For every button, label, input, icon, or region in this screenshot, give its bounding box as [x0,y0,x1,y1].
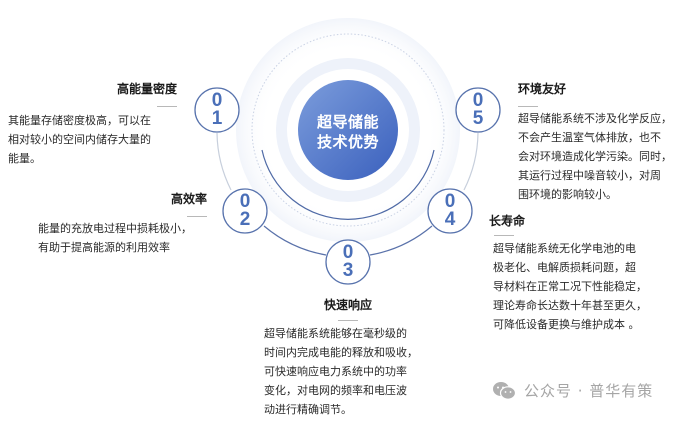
desc-line: 理论寿命长达数十年甚至更久， [493,299,647,312]
arc-05-04 [463,132,479,191]
desc-line: 相对较小的空间内储存大量的 [8,133,151,146]
watermark-text: 公众号 · 普华有策 [524,382,654,400]
desc-line: 能量的充放电过程中损耗极小， [38,222,192,235]
arc-02-03 [263,225,327,256]
number-01: 0 1 [195,88,239,132]
digit: 0 [239,191,251,212]
desc-line: 有助于提高能源的利用效率 [38,241,170,254]
wechat-icon [492,381,518,401]
item-02-description: 能量的充放电过程中损耗极小， 有助于提高能源的利用效率 [38,219,192,257]
item-03-divider [338,320,358,321]
item-04-divider [494,235,514,236]
digit: 2 [239,209,251,230]
desc-line: 超导储能系统能够在毫秒级的 [264,327,407,340]
inner-arc [261,149,435,220]
desc-line: 不会产生温室气体排放，也不 [518,131,661,144]
desc-line: 可降低设备更换与维护成本 。 [493,318,640,331]
desc-line: 变化，对电网的频率和电压波 [264,384,407,397]
item-05-description: 超导储能系统不涉及化学反应， 不会产生温室气体排放，也不 会对环境造成化学污染。… [518,109,672,204]
digit: 3 [342,260,354,281]
desc-line: 超导储能系统不涉及化学反应， [518,112,672,125]
item-03-title: 快速响应 [323,298,372,312]
desc-line: 可快速响应电力系统中的功率 [264,365,407,378]
desc-line: 会对环境造成化学污染。同时， [518,150,672,163]
desc-line: 动进行精确调节。 [264,403,352,416]
item-02-divider [187,216,207,217]
desc-line: 极老化、电解质损耗问题，超 [493,261,636,274]
item-05-divider [518,106,538,107]
digit: 5 [472,108,484,129]
center-label-line2: 技术优势 [316,133,379,151]
number-04: 0 4 [428,189,472,233]
item-03-description: 超导储能系统能够在毫秒级的 时间内完成电能的释放和吸收， 可快速响应电力系统中的… [264,324,418,419]
desc-line: 围环境的影响较小。 [518,188,617,201]
number-05: 0 5 [456,88,500,132]
dotted-ring [251,33,445,227]
center-label: 超导储能 技术优势 [298,112,398,152]
item-02-title: 高效率 [170,192,207,206]
number-circle-05 [455,87,501,133]
center-label-line1: 超导储能 [316,113,379,131]
item-04-description: 超导储能系统无化学电池的电 极老化、电解质损耗问题，超 导材料在正常工况下性能稳… [493,239,647,334]
center-circle [298,80,398,180]
arc-01-02 [216,132,232,191]
desc-line: 超导储能系统无化学电池的电 [493,242,636,255]
number-circle-03 [325,239,371,285]
item-01-title: 高能量密度 [116,82,177,96]
item-04-title: 长寿命 [489,214,526,228]
desc-line: 能量。 [8,152,41,165]
digit: 0 [342,242,354,263]
item-01-divider [157,106,177,107]
desc-line: 其能量存储密度极高，可以在 [8,114,151,127]
watermark: 公众号 · 普华有策 [492,380,653,401]
digit: 0 [211,90,223,111]
desc-line: 时间内完成电能的释放和吸收， [264,346,418,359]
digit: 0 [444,191,456,212]
number-circle-02 [222,188,268,234]
number-02: 0 2 [223,189,267,233]
item-01-description: 其能量存储密度极高，可以在 相对较小的空间内储存大量的 能量。 [8,111,151,168]
desc-line: 导材料在正常工况下性能稳定， [493,280,647,293]
number-03: 0 3 [326,240,370,284]
desc-line: 其运行过程中噪音较小，对周 [518,169,661,182]
digit: 0 [472,90,484,111]
number-circle-01 [194,87,240,133]
digit: 4 [444,209,456,230]
item-05-title: 环境友好 [518,82,567,96]
arc-04-03 [369,225,433,256]
digit: 1 [211,108,223,129]
number-circle-04 [427,188,473,234]
